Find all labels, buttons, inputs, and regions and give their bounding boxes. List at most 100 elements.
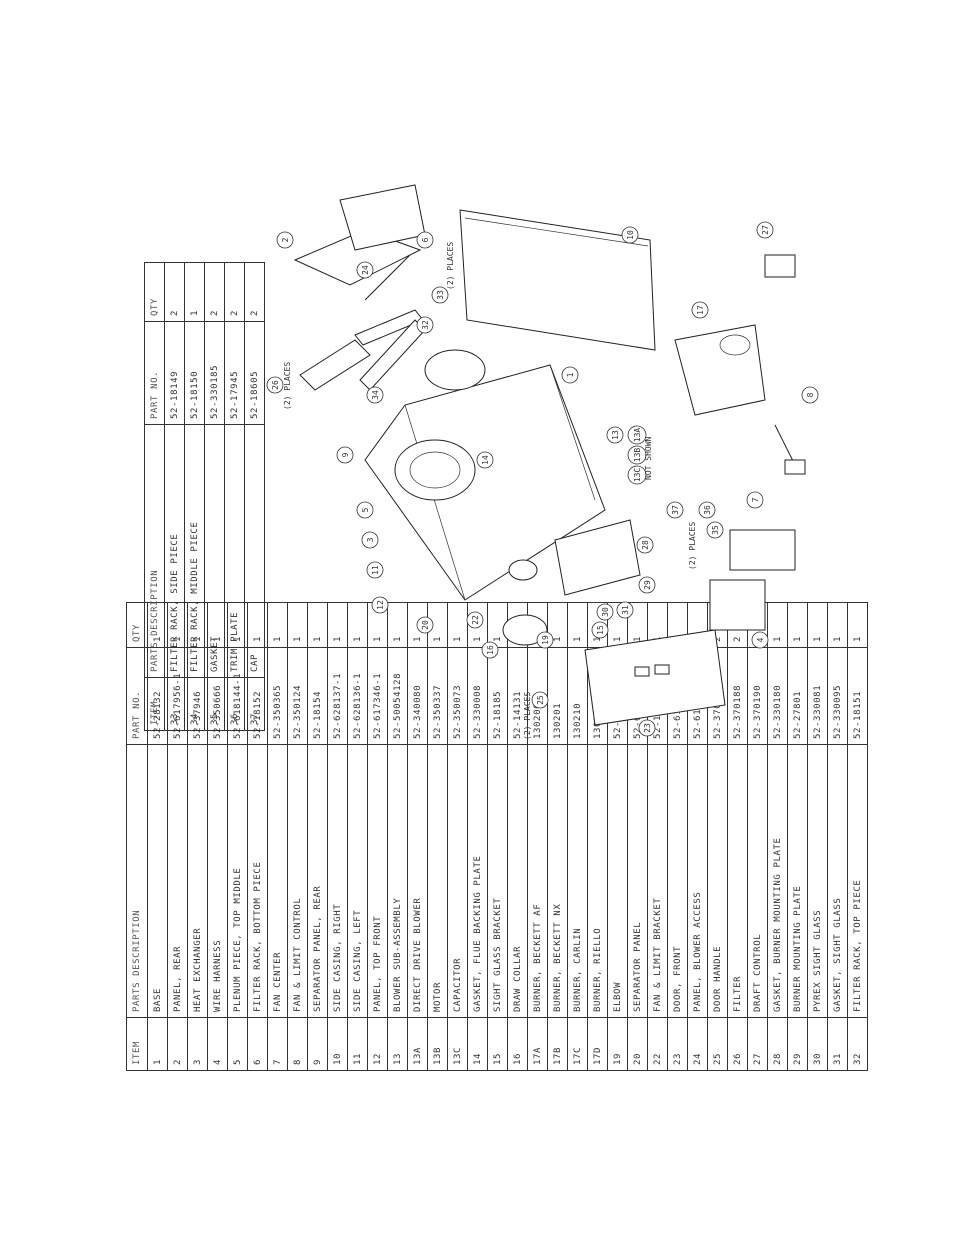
table-header-row: ITEM PARTS DESCRIPTION PART NO. QTY: [144, 262, 165, 731]
callout-13c: 13C: [627, 465, 647, 485]
row-description: FAN & LIMIT BRACKET: [647, 744, 668, 1018]
callout-4: 4: [751, 631, 769, 649]
row-description: DIRECT DRIVE BLOWER: [407, 744, 428, 1018]
svg-text:33: 33: [436, 290, 445, 300]
header-part-no: PART NO.: [144, 321, 165, 425]
row-item: 20: [627, 1017, 648, 1071]
row-description: SEPARATOR PANEL: [627, 744, 648, 1018]
svg-text:11: 11: [371, 565, 380, 575]
svg-text:13C: 13C: [633, 468, 642, 483]
callout-7: 7: [746, 491, 764, 509]
svg-text:16: 16: [486, 645, 495, 655]
row-item: 4: [207, 1017, 228, 1071]
callout-31: 31: [616, 601, 634, 619]
row-item: 33: [164, 677, 185, 731]
svg-text:20: 20: [421, 620, 430, 630]
row-description: MOTOR: [427, 744, 448, 1018]
row-description: SIDE CASING, LEFT: [347, 744, 368, 1018]
row-description: BURNER, BECKETT AF: [527, 744, 548, 1018]
row-qty: 2: [204, 262, 225, 322]
row-qty: 2: [224, 262, 245, 322]
row-item: 10: [327, 1017, 348, 1071]
callout-19: 19: [536, 631, 554, 649]
callout-13a: 13A: [627, 425, 647, 445]
row-item: 5: [227, 1017, 248, 1071]
row-item: 9: [307, 1017, 328, 1071]
callout-28: 28: [636, 536, 654, 554]
draw-collar-drawing: [508, 559, 538, 581]
row-item: 22: [647, 1017, 668, 1071]
header-qty: QTY: [144, 262, 165, 322]
row-description: BURNER, CARLIN: [567, 744, 588, 1018]
row-description: SIGHT GLASS BRACKET: [487, 744, 508, 1018]
row-item: 13B: [427, 1017, 448, 1071]
svg-text:9: 9: [341, 452, 350, 457]
rear-panel-drawing: [293, 229, 422, 286]
callout-25: 25: [531, 691, 549, 709]
row-item: 26: [727, 1017, 748, 1071]
row-item: 24: [687, 1017, 708, 1071]
row-item: 13A: [407, 1017, 428, 1071]
svg-text:5: 5: [361, 507, 370, 512]
blower-drawing: [424, 349, 486, 391]
row-item: 15: [487, 1017, 508, 1071]
row-description: HEAT EXCHANGER: [187, 744, 208, 1018]
row-item: 17B: [547, 1017, 568, 1071]
callout-27: 27: [756, 221, 774, 239]
svg-text:31: 31: [621, 605, 630, 615]
svg-text:35: 35: [711, 525, 720, 535]
heat-exchanger-drawing: [394, 439, 476, 501]
svg-text:27: 27: [761, 225, 770, 235]
callout-10: 10: [621, 226, 639, 244]
fan-limit-control-drawing: [774, 424, 796, 466]
row-description: CAPACITOR: [447, 744, 468, 1018]
row-description: GASKET, FLUE BACKING PLATE: [467, 744, 488, 1018]
row-description: PYREX SIGHT GLASS: [807, 744, 828, 1018]
row-item: 13C: [447, 1017, 468, 1071]
svg-text:22: 22: [471, 615, 480, 625]
row-description: GASKET, SIGHT GLASS: [827, 744, 848, 1018]
row-description: PANEL, TOP FRONT: [367, 744, 388, 1018]
header-description: PARTS DESCRIPTION: [126, 744, 148, 1018]
row-part-no: 52-18149: [164, 321, 185, 425]
row-item: 17D: [587, 1017, 608, 1071]
row-description: WIRE HARNESS: [207, 744, 228, 1018]
callout-11: 11: [366, 561, 384, 579]
row-description: SIDE CASING, RIGHT: [327, 744, 348, 1018]
svg-text:29: 29: [643, 580, 652, 590]
row-item: 17A: [527, 1017, 548, 1071]
callout-23: 23: [638, 719, 656, 737]
row-item: 13: [387, 1017, 408, 1071]
svg-text:14: 14: [481, 455, 490, 465]
callout-13b: 13B: [627, 445, 647, 465]
fan-limit-box-drawing: [784, 459, 806, 475]
svg-text:13: 13: [611, 430, 620, 440]
row-description: FILTER RACK, SIDE PIECE: [164, 424, 185, 678]
row-description: ELBOW: [607, 744, 628, 1018]
callout-15: 15: [591, 621, 609, 639]
row-description: FILTER RACK, BOTTOM PIECE: [247, 744, 268, 1018]
callout-29: 29: [638, 576, 656, 594]
svg-text:17: 17: [696, 305, 705, 315]
callout-3: 3: [361, 531, 379, 549]
svg-text:3: 3: [366, 537, 375, 542]
row-item: 32: [847, 1017, 868, 1071]
row-part-no: 52-17945: [224, 321, 245, 425]
row-item: 34: [184, 677, 205, 731]
svg-text:12: 12: [376, 600, 385, 610]
svg-text:30: 30: [601, 607, 610, 617]
row-item: 17C: [567, 1017, 588, 1071]
row-item: 6: [247, 1017, 268, 1071]
row-item: 25: [707, 1017, 728, 1071]
svg-text:15: 15: [596, 625, 605, 635]
callout-33: 33: [431, 286, 449, 304]
door-handle-drawing: [634, 666, 650, 677]
row-description: PANEL, REAR: [167, 744, 188, 1018]
callout-35: 35: [706, 521, 724, 539]
svg-text:7: 7: [751, 497, 760, 502]
